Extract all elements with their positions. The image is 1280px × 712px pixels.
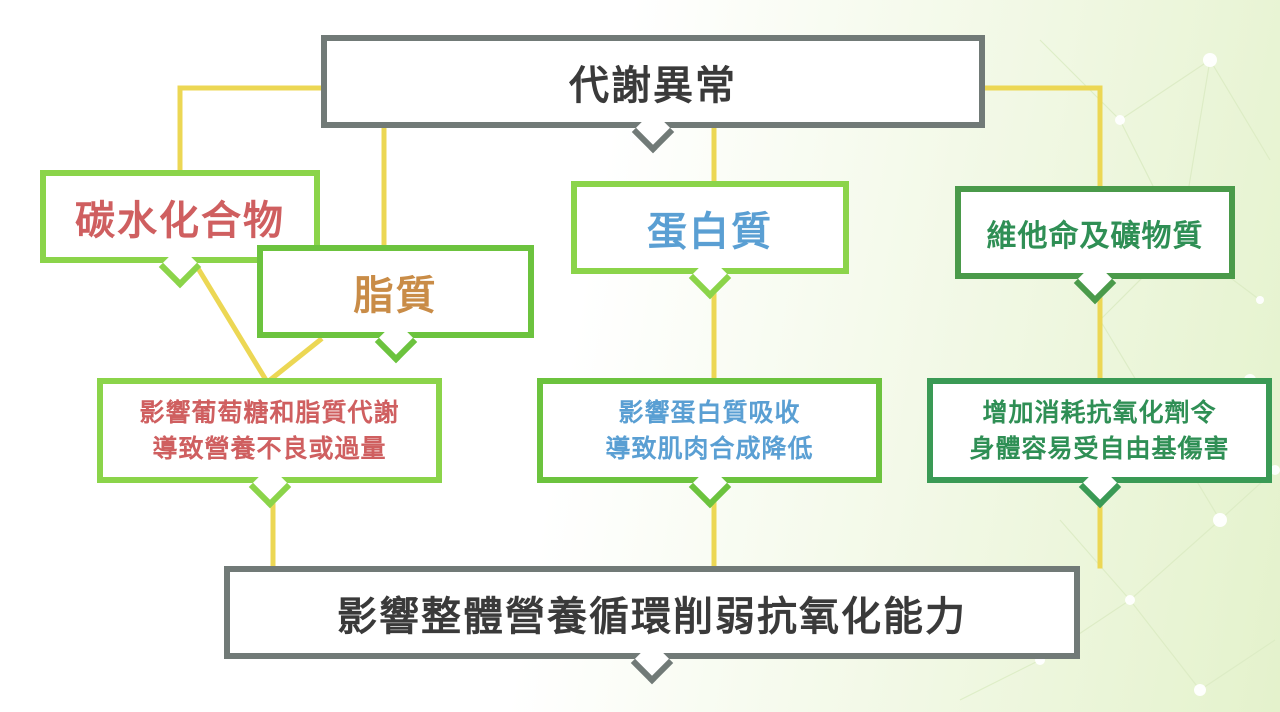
protein-effect-line-2: 導致肌肉合成降低: [605, 433, 814, 463]
node-metabolic-abnormality-label: 代謝異常: [569, 62, 737, 109]
connector-carb-to-effect: [192, 261, 270, 384]
protein-effect-line-1: 影響蛋白質吸收: [618, 397, 801, 427]
node-vitamin-mineral-effect: 增加消耗抗氧化劑令 身體容易受自由基傷害: [927, 378, 1272, 483]
node-vitamin-mineral: 維他命及礦物質: [955, 186, 1235, 279]
connector-top-to-vitamin: [979, 85, 1103, 191]
carb-fat-effect-line-1: 影響葡萄糖和脂質代謝: [139, 397, 400, 427]
connector-fat-to-effect: [266, 336, 324, 384]
vitamin-effect-line-2: 身體容易受自由基傷害: [969, 433, 1230, 463]
node-carb-fat-effect: 影響葡萄糖和脂質代謝 導致營養不良或過量: [97, 378, 442, 483]
node-protein: 蛋白質: [571, 181, 849, 274]
node-fat: 脂質: [257, 245, 534, 338]
node-metabolic-abnormality: 代謝異常: [321, 35, 985, 128]
node-fat-label: 脂質: [353, 272, 438, 319]
node-vitamin-mineral-label: 維他命及礦物質: [986, 218, 1204, 254]
node-protein-label: 蛋白質: [647, 208, 773, 255]
node-conclusion-label: 影響整體營養循環削弱抗氧化能力: [337, 593, 967, 640]
node-carbohydrate-label: 碳水化合物: [75, 197, 285, 244]
node-conclusion: 影響整體營養循環削弱抗氧化能力: [224, 566, 1080, 659]
connector-top-to-carb: [177, 85, 327, 175]
carb-fat-effect-line-2: 導致營養不良或過量: [152, 433, 387, 463]
vitamin-effect-line-1: 增加消耗抗氧化劑令: [982, 397, 1217, 427]
node-protein-effect: 影響蛋白質吸收 導致肌肉合成降低: [537, 378, 882, 483]
